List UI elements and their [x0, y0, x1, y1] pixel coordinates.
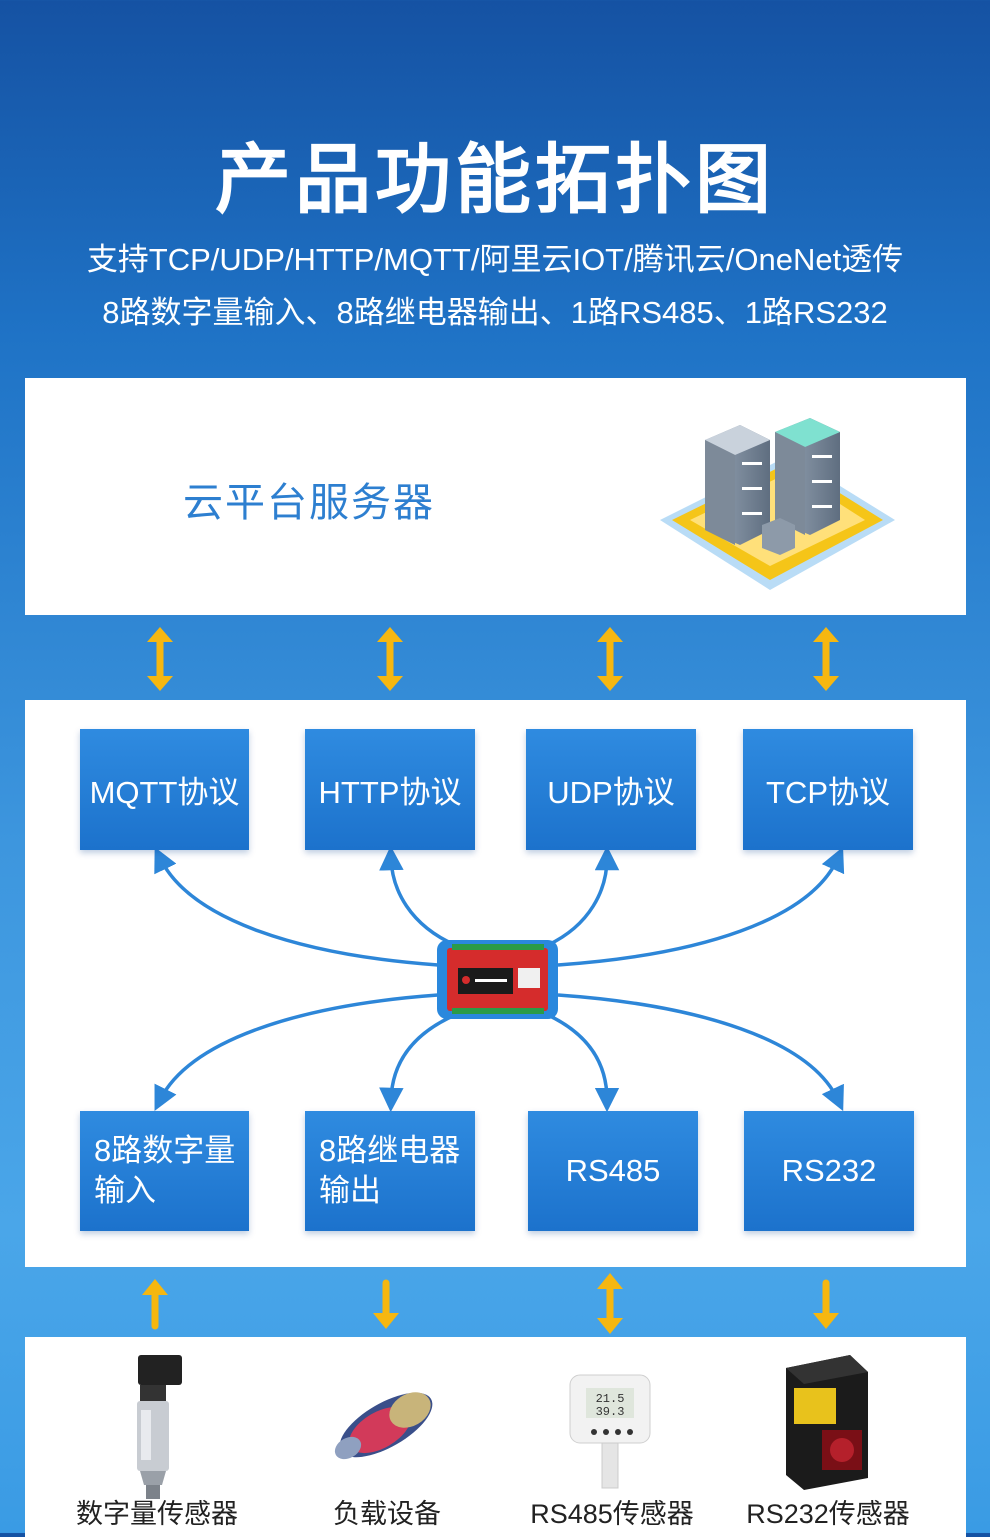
protocol-mqtt: MQTT协议: [80, 729, 249, 850]
protocol-http: HTTP协议: [305, 729, 475, 850]
interface-rs232: RS232: [744, 1111, 914, 1231]
device-label-rs232-sensor: RS232传感器: [746, 1499, 910, 1529]
protocol-tcp: TCP协议: [743, 729, 913, 850]
down-arrow-icon: [373, 1279, 399, 1329]
down-arrow-icon: [813, 1279, 839, 1329]
server-rack-icon: [660, 418, 895, 590]
double-arrow-icon: [597, 1273, 623, 1334]
device-label-rs485-sensor: RS485传感器: [530, 1499, 694, 1529]
temp-humidity-sensor-icon: 21.5 39.3: [569, 1374, 651, 1489]
connector-lines: [154, 845, 845, 1113]
interface-line: 8路数字量: [94, 1133, 236, 1168]
device-label-load: 负载设备: [333, 1499, 441, 1529]
interface-relay-output: 8路继电器 输出: [305, 1111, 475, 1231]
laser-sensor-icon: [786, 1355, 868, 1490]
cloud-label: 云平台服务器: [183, 481, 435, 525]
double-arrow-icon: [813, 627, 839, 691]
cloud-link-arrows: [147, 627, 839, 691]
interface-line: 输入: [94, 1173, 156, 1208]
page-title: 产品功能拓扑图: [215, 138, 775, 223]
double-arrow-icon: [147, 627, 173, 691]
svg-text:39.3: 39.3: [596, 1405, 625, 1419]
svg-text:21.5: 21.5: [596, 1392, 625, 1406]
interface-digital-input: 8路数字量 输入: [80, 1111, 249, 1231]
subtitle-io: 8路数字量输入、8路继电器输出、1路RS485、1路RS232: [102, 295, 888, 330]
interface-line: 8路继电器: [319, 1133, 461, 1168]
motor-load-icon: [334, 1392, 433, 1460]
up-arrow-icon: [142, 1279, 168, 1330]
double-arrow-icon: [377, 627, 403, 691]
subtitle-protocols: 支持TCP/UDP/HTTP/MQTT/阿里云IOT/腾讯云/OneNet透传: [86, 242, 904, 277]
device-label-digital-sensor: 数字量传感器: [76, 1499, 238, 1529]
interface-rs485: RS485: [528, 1111, 698, 1231]
interface-line: 输出: [319, 1173, 381, 1208]
device-link-arrows: [142, 1273, 839, 1334]
gateway-module-icon: [437, 940, 558, 1019]
double-arrow-icon: [597, 627, 623, 691]
pressure-sensor-icon: [137, 1355, 182, 1499]
protocol-udp: UDP协议: [526, 729, 696, 850]
